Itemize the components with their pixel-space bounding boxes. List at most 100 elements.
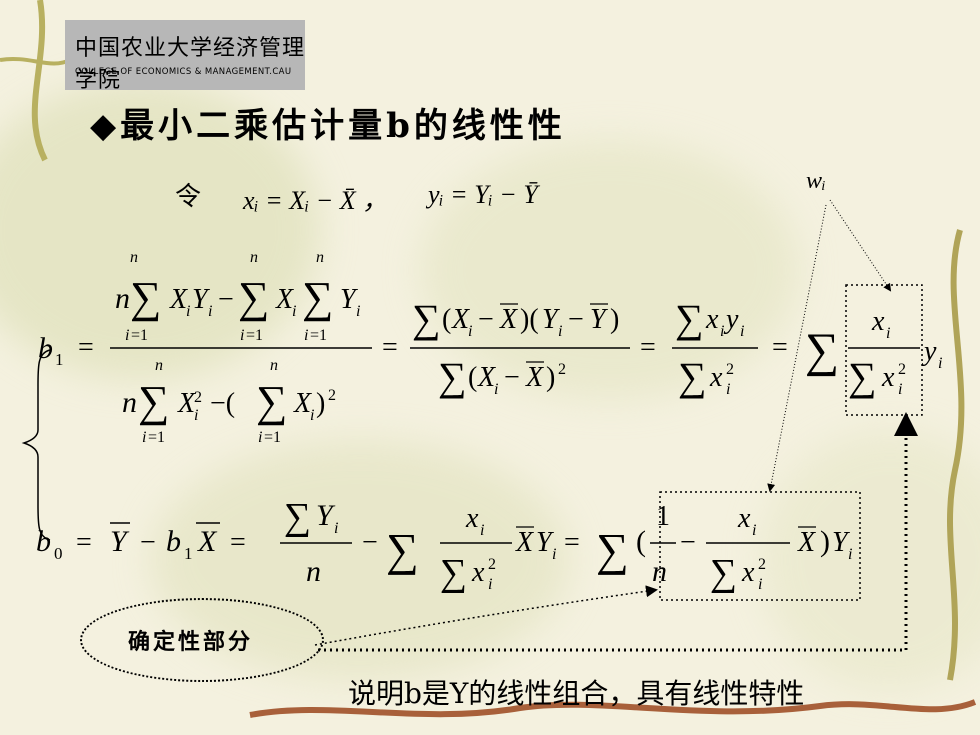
svg-text:∑: ∑ bbox=[256, 377, 287, 426]
svg-text:=1: =1 bbox=[246, 327, 263, 344]
svg-text:X: X bbox=[477, 362, 496, 393]
svg-text:−: − bbox=[362, 527, 378, 558]
weight-label: wᵢ bbox=[806, 168, 826, 194]
svg-text:X: X bbox=[499, 304, 518, 335]
svg-text:X: X bbox=[797, 527, 816, 558]
svg-text:x: x bbox=[471, 557, 485, 588]
svg-text:∑: ∑ bbox=[386, 524, 419, 575]
svg-text:Y: Y bbox=[542, 304, 561, 335]
svg-text:x: x bbox=[465, 503, 479, 534]
svg-text:=1: =1 bbox=[131, 327, 148, 344]
svg-text:i: i bbox=[898, 381, 902, 398]
svg-text:=1: =1 bbox=[148, 429, 165, 446]
svg-text:i: i bbox=[468, 323, 472, 340]
svg-text:n: n bbox=[115, 282, 130, 315]
svg-text:n: n bbox=[250, 249, 258, 266]
svg-text:−: − bbox=[504, 362, 520, 393]
svg-text:−: − bbox=[478, 304, 494, 335]
wi-dotted-box bbox=[845, 284, 923, 416]
svg-text:n: n bbox=[316, 249, 324, 266]
svg-text:=: = bbox=[772, 332, 788, 363]
background-blob bbox=[0, 80, 320, 380]
svg-text:∑: ∑ bbox=[710, 552, 737, 594]
svg-text:=: = bbox=[78, 332, 94, 363]
svg-text:i: i bbox=[258, 429, 262, 446]
svg-text:n: n bbox=[122, 386, 137, 419]
svg-text:i: i bbox=[488, 576, 492, 593]
svg-text:X: X bbox=[177, 388, 196, 419]
svg-text:∑: ∑ bbox=[130, 273, 161, 322]
svg-text:i: i bbox=[848, 546, 852, 563]
svg-text:n: n bbox=[130, 249, 138, 266]
svg-text:x: x bbox=[871, 306, 885, 337]
svg-text:x: x bbox=[881, 362, 895, 393]
svg-text:2: 2 bbox=[488, 556, 496, 573]
svg-text:=: = bbox=[382, 332, 398, 363]
svg-text:i: i bbox=[480, 522, 484, 539]
svg-text:−: − bbox=[568, 304, 584, 335]
svg-text:1: 1 bbox=[184, 544, 193, 563]
svg-text:(: ( bbox=[442, 304, 451, 335]
svg-text:Y: Y bbox=[832, 527, 851, 558]
svg-text:2: 2 bbox=[726, 361, 734, 378]
svg-text:i: i bbox=[752, 522, 756, 539]
svg-text:1: 1 bbox=[656, 501, 670, 532]
svg-text:Y: Y bbox=[536, 527, 555, 558]
svg-text:∑: ∑ bbox=[284, 496, 311, 538]
svg-text:2: 2 bbox=[194, 389, 202, 406]
svg-text:Y: Y bbox=[590, 304, 609, 335]
svg-text:∑: ∑ bbox=[138, 377, 169, 426]
svg-text:): ) bbox=[610, 304, 619, 335]
definition-y: yᵢ = Yᵢ − Ȳ bbox=[428, 180, 538, 209]
background-blob bbox=[760, 430, 980, 690]
svg-text:): ) bbox=[820, 525, 830, 558]
svg-text:i: i bbox=[494, 381, 498, 398]
svg-text:(: ( bbox=[636, 525, 646, 558]
svg-text:i: i bbox=[142, 429, 146, 446]
svg-text:n: n bbox=[270, 357, 278, 374]
svg-text:=1: =1 bbox=[310, 327, 327, 344]
svg-text:x: x bbox=[737, 503, 751, 534]
svg-text:b: b bbox=[36, 525, 51, 558]
svg-text:−: − bbox=[680, 527, 696, 558]
svg-text:i: i bbox=[740, 323, 744, 340]
svg-text:i: i bbox=[310, 407, 314, 424]
college-logo: 中国农业大学经济管理学院 COLLEGE OF ECONOMICS & MANA… bbox=[65, 20, 305, 93]
wi-arrow-right bbox=[829, 199, 892, 292]
svg-text:X: X bbox=[525, 362, 544, 393]
svg-text:2: 2 bbox=[558, 361, 566, 378]
svg-text:X: X bbox=[451, 304, 470, 335]
svg-text:Y: Y bbox=[192, 284, 211, 315]
svg-text:i: i bbox=[292, 303, 296, 320]
background-blob bbox=[420, 140, 800, 400]
conclusion-text: 说明b是Y的线性组合，具有线性特性 bbox=[348, 677, 805, 710]
svg-text:X: X bbox=[197, 525, 218, 558]
svg-text:X: X bbox=[169, 284, 188, 315]
svg-text:y: y bbox=[921, 336, 937, 367]
svg-text:i: i bbox=[240, 327, 244, 344]
svg-text:−: − bbox=[140, 527, 156, 558]
svg-text:X: X bbox=[515, 527, 534, 558]
svg-text:∑: ∑ bbox=[440, 552, 467, 594]
svg-text:y: y bbox=[723, 304, 739, 335]
svg-text:∑: ∑ bbox=[848, 354, 877, 399]
svg-text:i: i bbox=[886, 325, 890, 342]
svg-text:x: x bbox=[741, 557, 755, 588]
deterministic-part-label: 确定性部分 bbox=[128, 629, 254, 655]
svg-text:i: i bbox=[552, 546, 556, 563]
logo-english-name: COLLEGE OF ECONOMICS & MANAGEMENT.CAU bbox=[75, 67, 292, 77]
svg-text:): ) bbox=[316, 388, 325, 419]
bubble-arrow bbox=[314, 585, 658, 646]
svg-text:i: i bbox=[938, 355, 942, 372]
deterministic-part-bubble bbox=[80, 598, 324, 682]
logo-chinese-name: 中国农业大学经济管理学院 bbox=[75, 36, 306, 93]
svg-text:−(: −( bbox=[210, 388, 235, 419]
svg-text:i: i bbox=[304, 327, 308, 344]
svg-text:i: i bbox=[194, 407, 198, 424]
svg-text:=1: =1 bbox=[264, 429, 281, 446]
svg-text:2: 2 bbox=[758, 556, 766, 573]
